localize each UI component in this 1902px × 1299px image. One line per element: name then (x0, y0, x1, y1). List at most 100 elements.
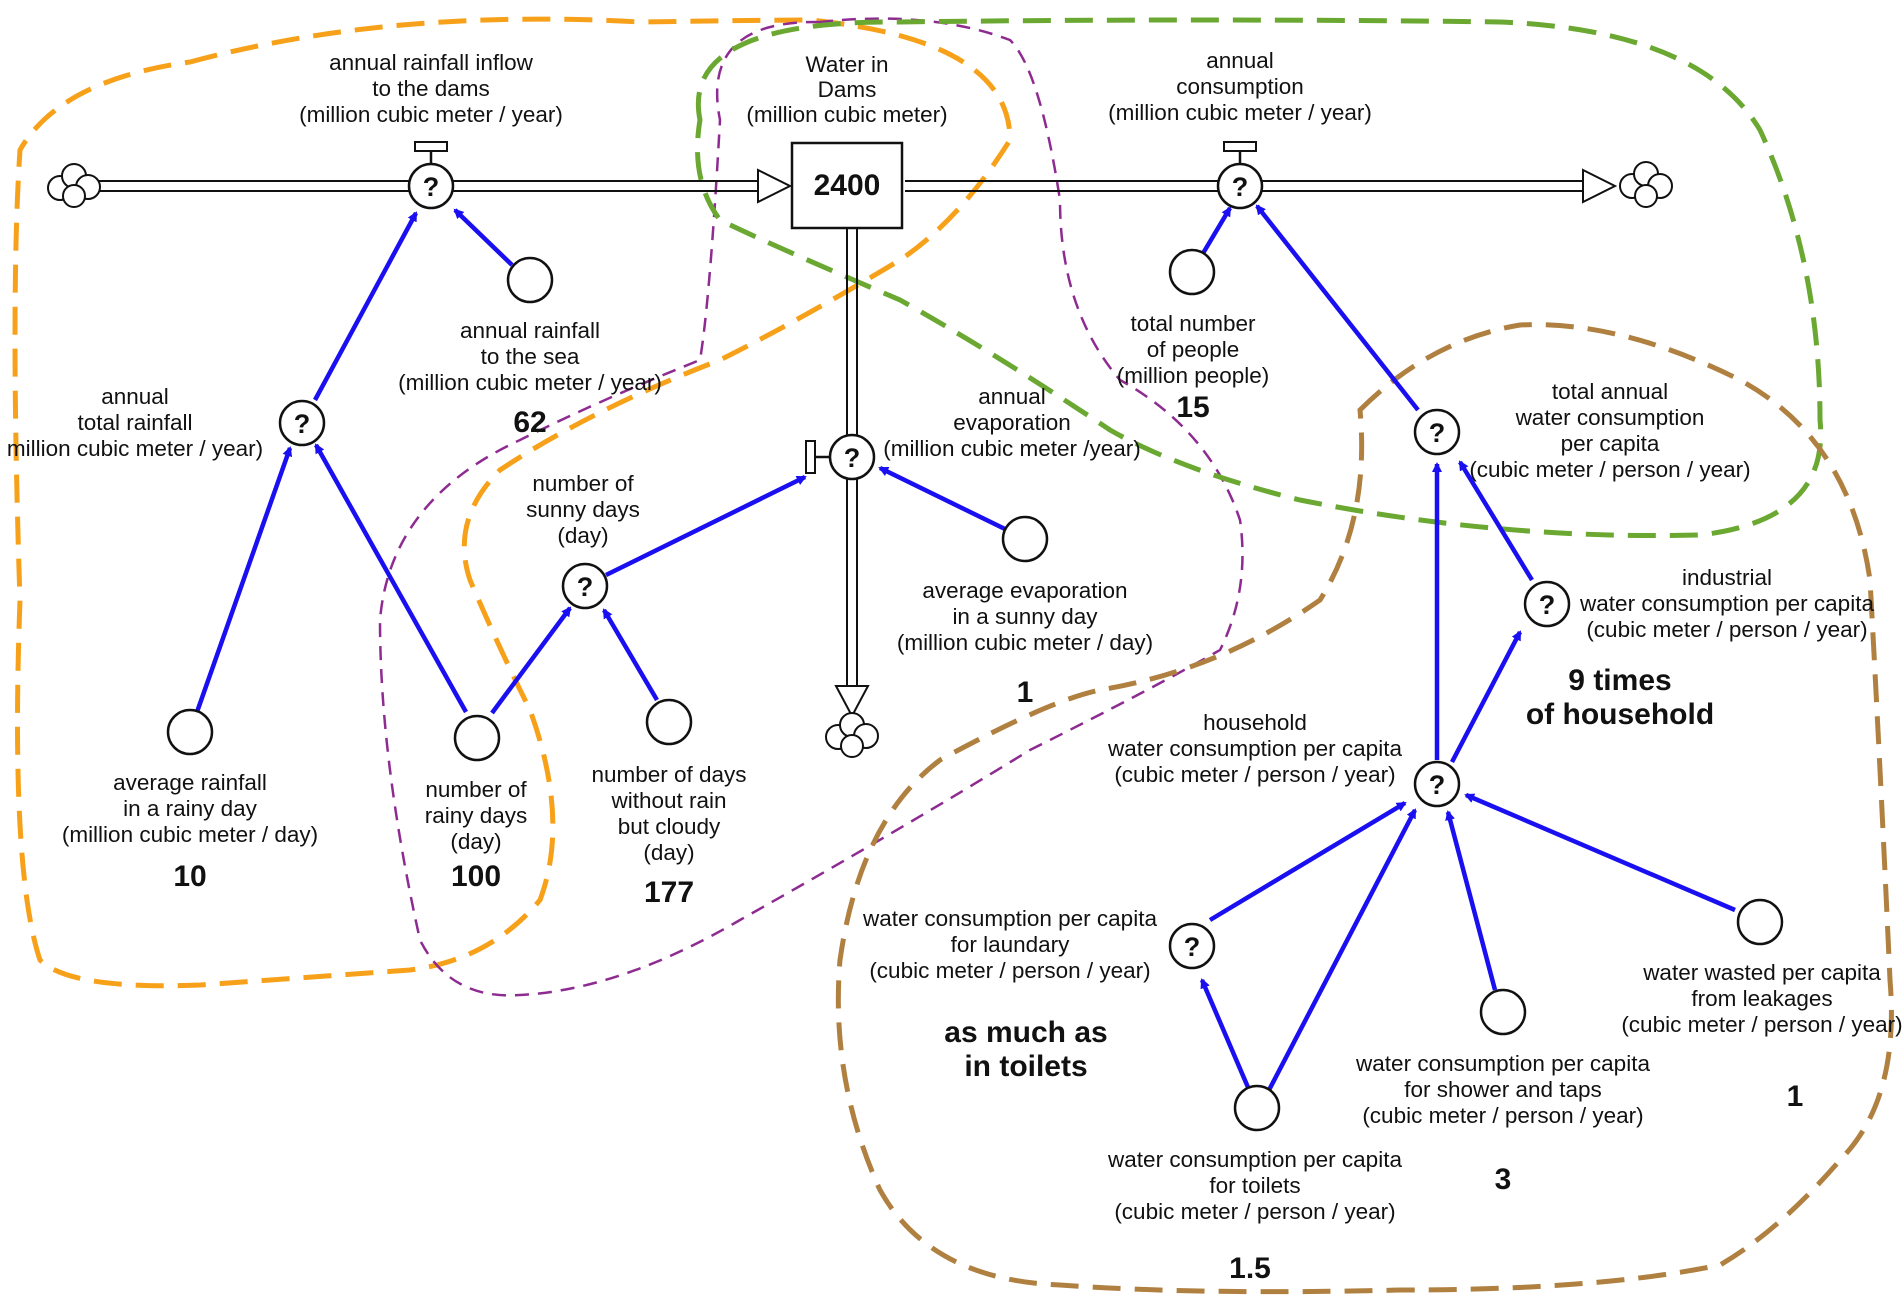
avg-evaporation-label: average evaporation in a sunny day (mill… (897, 578, 1153, 709)
consumption-valve-symbol: ? (1232, 172, 1249, 202)
industrial-symbol: ? (1539, 590, 1556, 620)
link-avg-evaporation-to-evaporation (878, 465, 1008, 533)
svg-text:sunny days: sunny days (526, 497, 640, 522)
svg-text:water consumption per capita: water consumption per capita (1107, 1147, 1402, 1172)
total-rainfall-label: annual total rainfall million cubic mete… (7, 384, 263, 461)
svg-text:(cubic meter / person / year): (cubic meter / person / year) (1621, 1012, 1902, 1037)
svg-text:annual: annual (101, 384, 169, 409)
svg-text:(cubic meter / person / year): (cubic meter / person / year) (1469, 457, 1750, 482)
region-household-outline (835, 322, 1894, 1295)
svg-text:(million cubic meter / year): (million cubic meter / year) (1108, 100, 1372, 125)
svg-text:household: household (1203, 710, 1307, 735)
link-sunny-to-evaporation (605, 474, 807, 578)
svg-text:million cubic meter / year): million cubic meter / year) (7, 436, 263, 461)
people-label: total number of people (million people) … (1117, 311, 1270, 424)
household-symbol: ? (1429, 770, 1446, 800)
evaporation-sink-cloud-icon (825, 712, 879, 758)
evaporation-valve-symbol: ? (844, 443, 861, 473)
people-node (1168, 248, 1216, 296)
leakage-label: water wasted per capita from leakages (c… (1621, 960, 1902, 1113)
svg-text:number of days: number of days (591, 762, 746, 787)
link-people-to-consumption (1200, 206, 1232, 257)
sunny-days-label: number of sunny days (day) (526, 471, 640, 548)
laundry-label: water consumption per capita for laundar… (862, 906, 1157, 983)
svg-text:rainy days: rainy days (425, 803, 528, 828)
link-leakage-to-household (1464, 792, 1736, 913)
avg-rainfall-label: average rainfall in a rainy day (million… (62, 770, 318, 893)
evaporation-valve: ? (805, 433, 876, 481)
household-node: ? (1413, 760, 1461, 808)
svg-text:water consumption per capita: water consumption per capita (1579, 591, 1874, 616)
laundry-node: ? (1168, 922, 1216, 970)
svg-text:to the dams: to the dams (372, 76, 490, 101)
sunny-days-symbol: ? (577, 572, 594, 602)
link-industrial-to-total (1458, 460, 1534, 582)
svg-text:annual: annual (978, 384, 1046, 409)
svg-text:total rainfall: total rainfall (77, 410, 192, 435)
svg-text:of household: of household (1526, 698, 1714, 731)
laundry-symbol: ? (1184, 932, 1201, 962)
link-cloudy-to-sunny (602, 608, 659, 702)
link-rainy-days-to-sunny (490, 606, 572, 715)
leakage-value: 1 (1787, 1080, 1804, 1113)
water-in-dams-stock (790, 141, 904, 230)
people-value: 15 (1176, 391, 1209, 424)
svg-text:Dams: Dams (818, 77, 877, 102)
svg-text:annual: annual (1206, 48, 1274, 73)
laundry-note: as much as in toilets (944, 1016, 1107, 1083)
svg-text:number of: number of (425, 777, 527, 802)
svg-text:per capita: per capita (1561, 431, 1660, 456)
link-rainy-days-to-total (314, 443, 468, 714)
avg-evaporation-node (1001, 515, 1049, 563)
link-total-rainfall-to-inflow (313, 211, 418, 402)
svg-text:average rainfall: average rainfall (113, 770, 267, 795)
rainy-days-node (453, 714, 501, 762)
svg-text:(million cubic meter): (million cubic meter) (746, 102, 947, 127)
svg-text:consumption: consumption (1176, 74, 1304, 99)
avg-rainfall-node (166, 708, 214, 756)
svg-text:(cubic meter / person / year): (cubic meter / person / year) (1114, 762, 1395, 787)
link-sea-to-inflow (453, 208, 514, 267)
rainfall-to-sea-label: annual rainfall to the sea (million cubi… (398, 318, 662, 439)
cloudy-days-node (645, 698, 693, 746)
source-cloud-icon (47, 163, 101, 208)
svg-text:(day): (day) (557, 523, 608, 548)
svg-text:average evaporation: average evaporation (922, 578, 1127, 603)
svg-text:(million cubic meter / year): (million cubic meter / year) (299, 102, 563, 127)
avg-rainfall-value: 10 (173, 860, 206, 893)
total-water-per-capita-label: total annual water consumption per capit… (1469, 379, 1750, 482)
svg-text:(million cubic meter / day): (million cubic meter / day) (897, 630, 1153, 655)
inflow-valve: ? (407, 141, 455, 210)
svg-text:(cubic meter / person / year): (cubic meter / person / year) (1114, 1199, 1395, 1224)
rainfall-to-sea-node (506, 256, 554, 304)
svg-text:for laundary: for laundary (951, 932, 1071, 957)
svg-text:to the sea: to the sea (481, 344, 580, 369)
industrial-note: 9 times of household (1526, 664, 1714, 731)
svg-text:(million cubic meter / year): (million cubic meter / year) (398, 370, 662, 395)
svg-text:water consumption per capita: water consumption per capita (862, 906, 1157, 931)
svg-text:(million cubic meter /year): (million cubic meter /year) (883, 436, 1141, 461)
svg-text:annual rainfall: annual rainfall (460, 318, 600, 343)
avg-evaporation-value: 1 (1017, 676, 1034, 709)
consumption-label: annual consumption (million cubic meter … (1108, 48, 1372, 125)
household-label: household water consumption per capita (… (1107, 710, 1402, 787)
svg-text:Water in: Water in (806, 52, 889, 77)
svg-text:number of: number of (532, 471, 634, 496)
sink-cloud-icon (1619, 161, 1673, 208)
inflow-label: annual rainfall inflow to the dams (mill… (299, 50, 563, 127)
rainy-days-value: 100 (451, 860, 501, 893)
svg-text:but cloudy: but cloudy (618, 814, 721, 839)
sunny-days-node: ? (561, 562, 609, 610)
svg-text:water consumption per capita: water consumption per capita (1107, 736, 1402, 761)
svg-text:as much as: as much as (944, 1016, 1107, 1049)
svg-text:(day): (day) (643, 840, 694, 865)
svg-text:(cubic meter / person / year): (cubic meter / person / year) (1586, 617, 1867, 642)
svg-text:water wasted per capita: water wasted per capita (1642, 960, 1881, 985)
link-toilets-to-household (1266, 808, 1417, 1094)
link-avg-rainfall-to-total (194, 446, 293, 713)
total-rainfall-node: ? (278, 399, 326, 447)
svg-text:industrial: industrial (1682, 565, 1772, 590)
shower-node (1479, 988, 1527, 1036)
svg-text:of people: of people (1147, 337, 1240, 362)
svg-text:9 times: 9 times (1568, 664, 1671, 697)
